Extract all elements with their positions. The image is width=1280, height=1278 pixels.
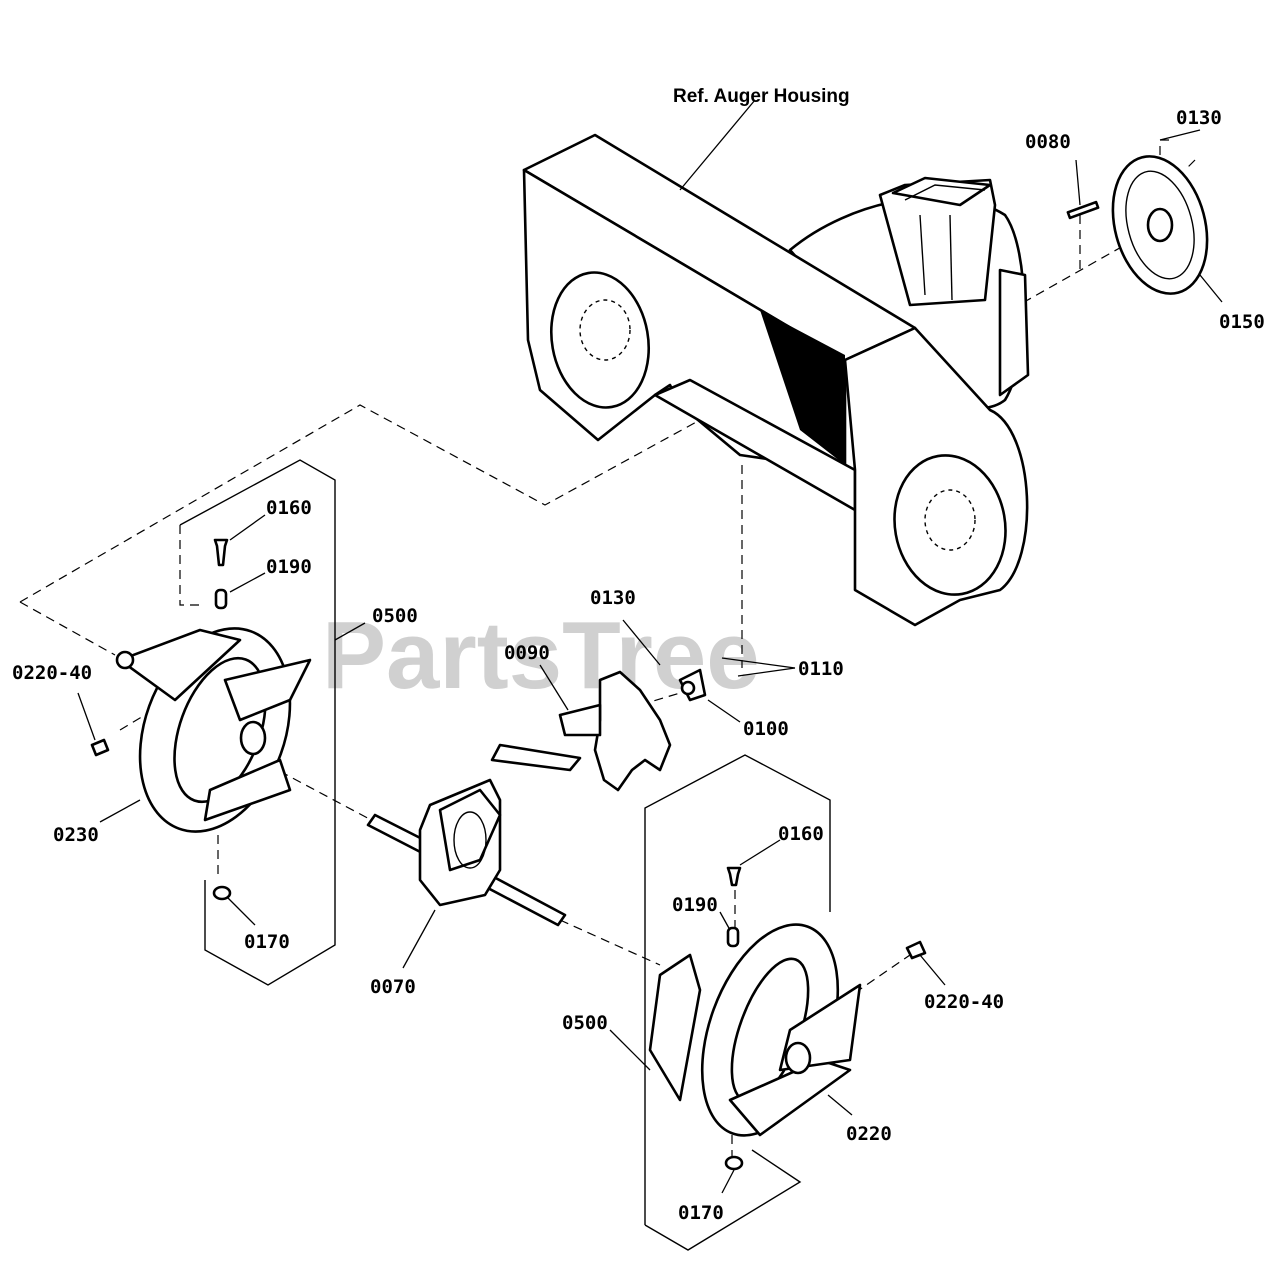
callout-0160-left[interactable]: 0160 (266, 497, 312, 519)
pulley (1066, 155, 1209, 295)
callout-0190-right[interactable]: 0190 (672, 894, 718, 916)
callout-0130-top[interactable]: 0130 (1176, 107, 1222, 129)
callout-0100[interactable]: 0100 (743, 718, 789, 740)
callout-0130-mid[interactable]: 0130 (590, 587, 636, 609)
callout-0150[interactable]: 0150 (1219, 311, 1265, 333)
callout-leaders (77, 129, 1223, 1194)
callout-0230[interactable]: 0230 (53, 824, 99, 846)
gearbox-shaft (366, 743, 582, 927)
right-auger (648, 866, 927, 1171)
callout-0500-right[interactable]: 0500 (562, 1012, 608, 1034)
callout-0090[interactable]: 0090 (504, 642, 550, 664)
callout-0220-40-left[interactable]: 0220-40 (12, 662, 92, 684)
left-auger-outline (179, 459, 336, 986)
left-auger (90, 538, 312, 901)
callout-0110[interactable]: 0110 (798, 658, 844, 680)
right-auger-outline (644, 754, 831, 1251)
callout-0190-left[interactable]: 0190 (266, 556, 312, 578)
callout-0070[interactable]: 0070 (370, 976, 416, 998)
callout-0170-left[interactable]: 0170 (244, 931, 290, 953)
impeller-bearing (558, 668, 707, 792)
ref-auger-housing-label: Ref. Auger Housing (673, 86, 850, 107)
callout-0220-40-right[interactable]: 0220-40 (924, 991, 1004, 1013)
callout-0160-right[interactable]: 0160 (778, 823, 824, 845)
callout-0500-left[interactable]: 0500 (372, 605, 418, 627)
auger-housing (522, 99, 1030, 627)
callout-0220[interactable]: 0220 (846, 1123, 892, 1145)
callout-0170-right[interactable]: 0170 (678, 1202, 724, 1224)
callout-0080[interactable]: 0080 (1025, 131, 1071, 153)
